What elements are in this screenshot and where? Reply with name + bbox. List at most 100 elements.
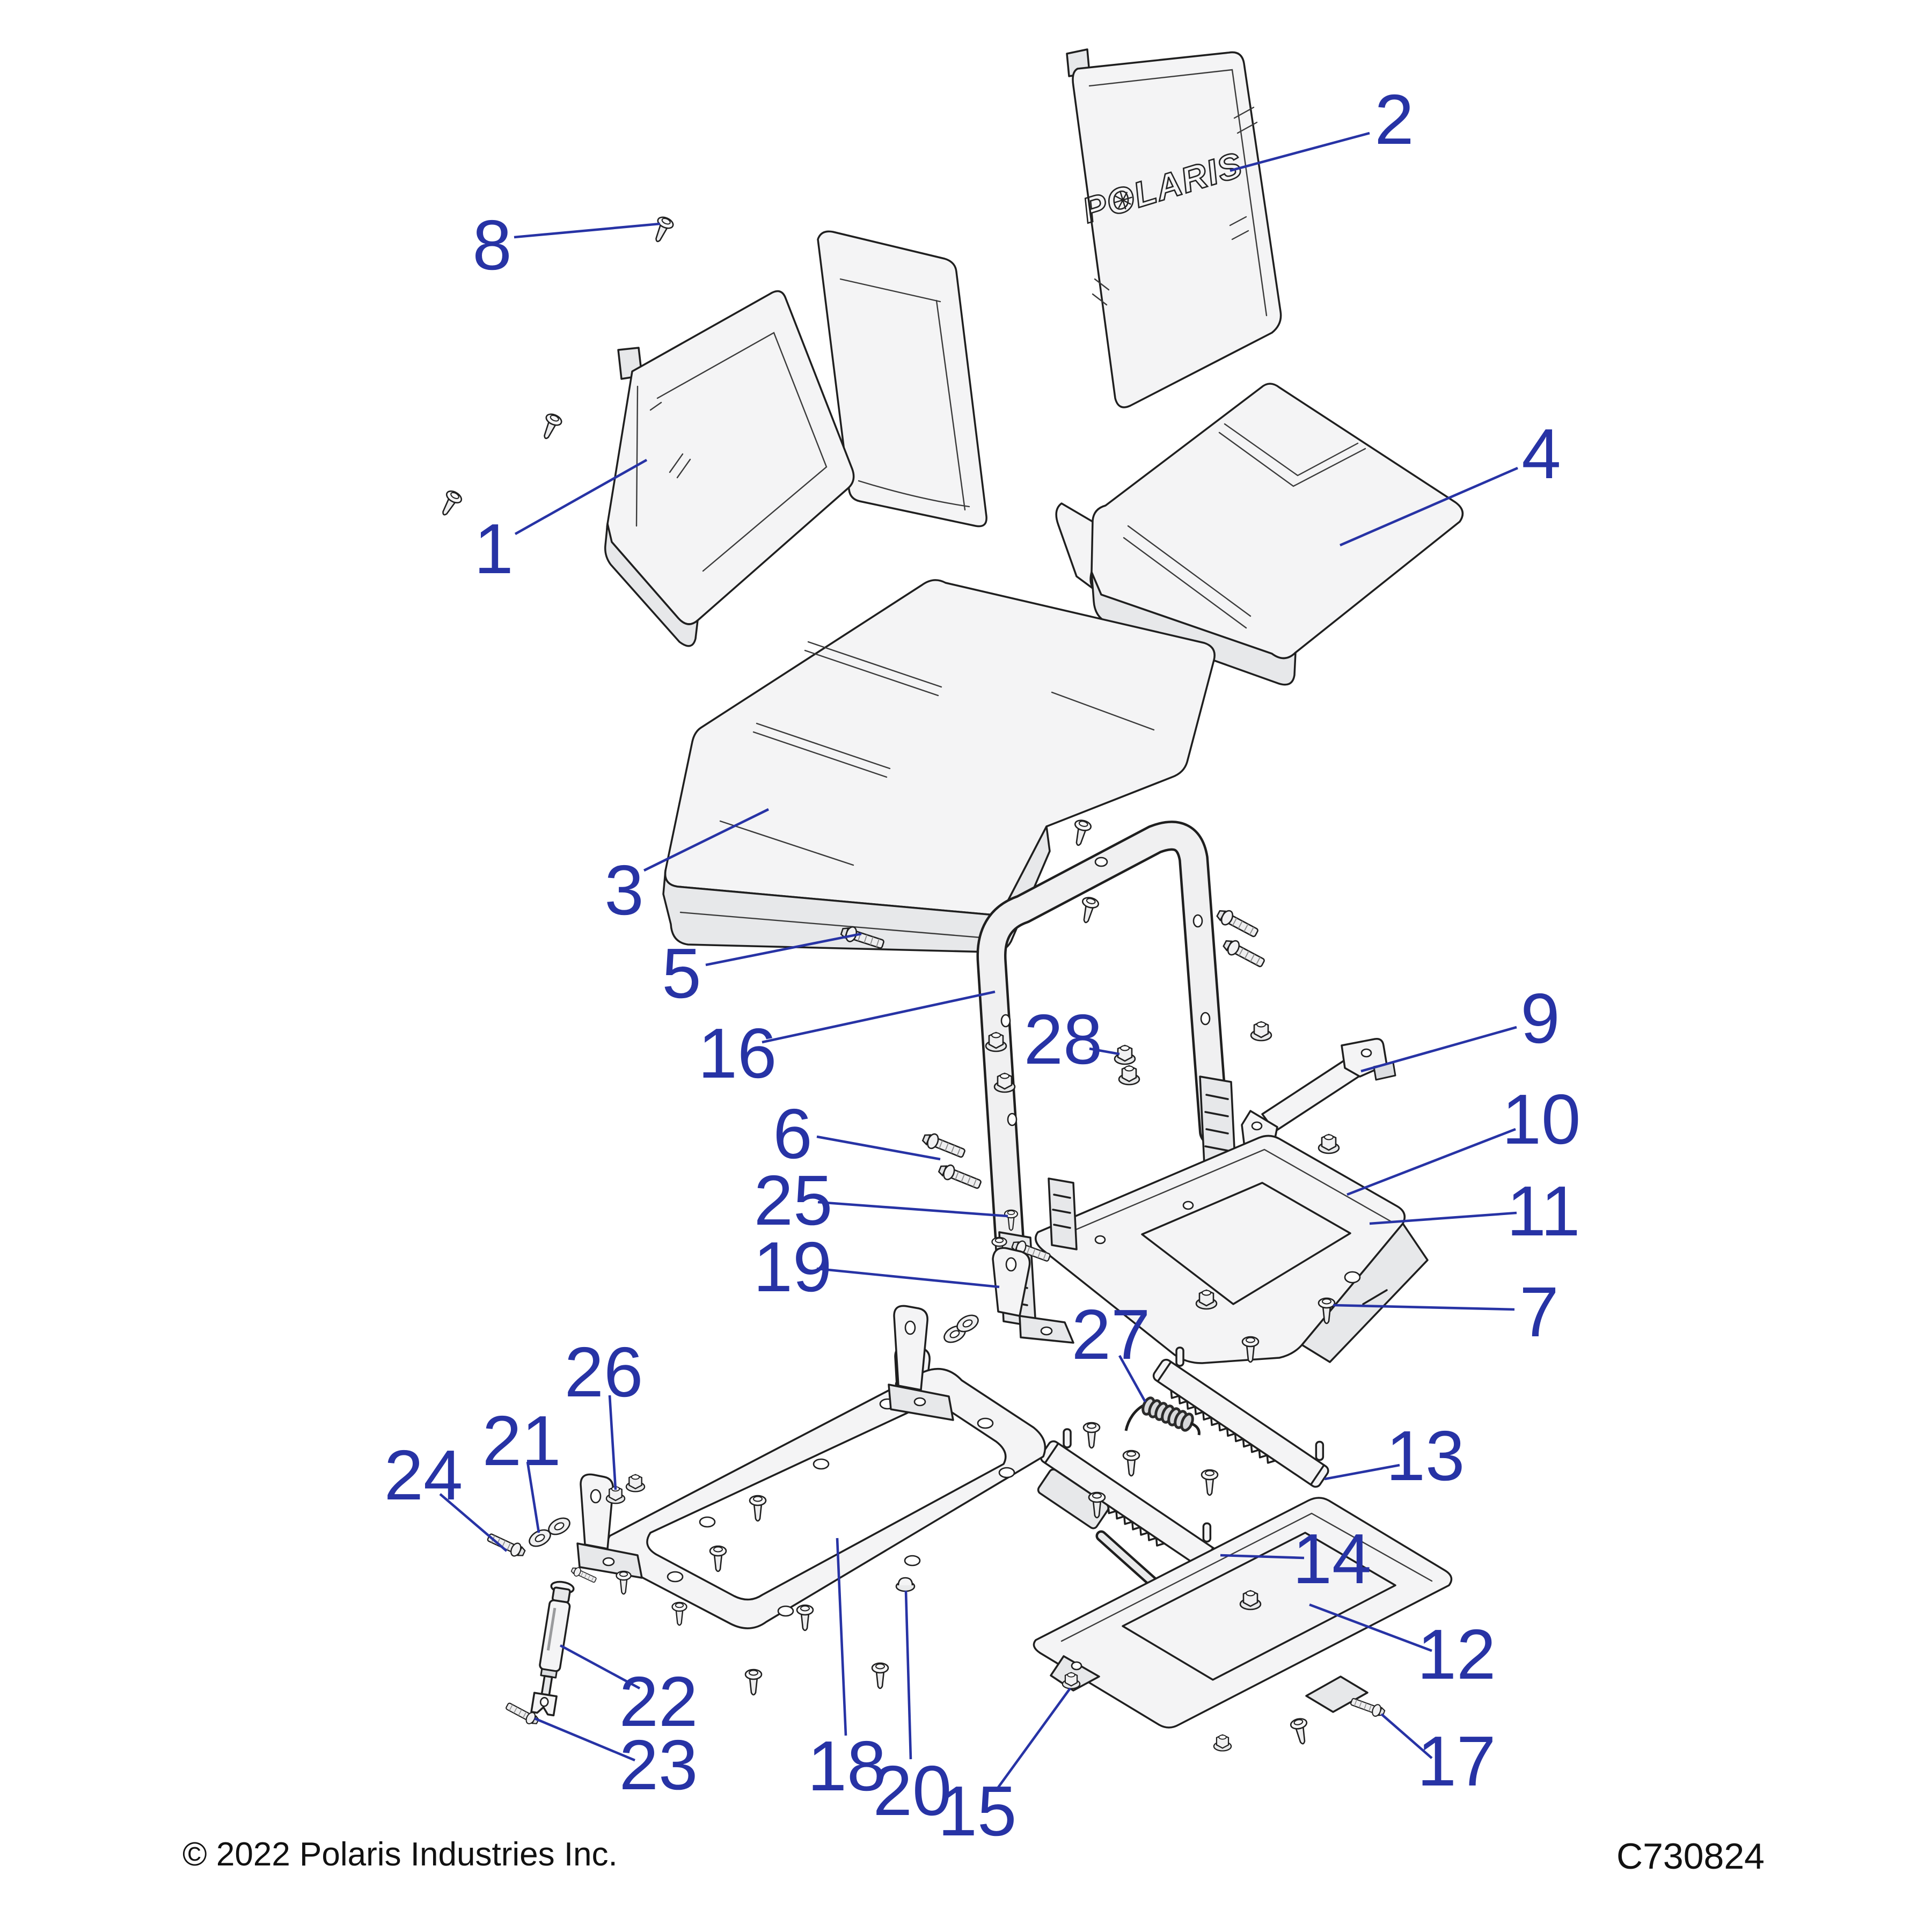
- bolt-6b: [936, 1161, 984, 1193]
- leader-27: [1118, 1355, 1147, 1403]
- lower-pan-part-12: [1033, 1497, 1453, 1729]
- callout-17: 17: [1417, 1722, 1496, 1801]
- nut-15: [1062, 1672, 1081, 1689]
- leader-2: [1230, 131, 1370, 172]
- callout-2: 2: [1374, 80, 1414, 159]
- leader-4: [1340, 466, 1518, 547]
- gas-strut-part-22: [530, 1580, 575, 1717]
- plug-20: [895, 1577, 916, 1592]
- nut: [1195, 1289, 1218, 1310]
- nut: [1213, 1734, 1232, 1752]
- leader-7: [1333, 1304, 1515, 1311]
- callout-25: 25: [754, 1161, 833, 1240]
- seat-backrest-part-1: [604, 290, 855, 647]
- leader-5: [705, 932, 862, 967]
- leader-12: [1309, 1603, 1432, 1652]
- leader-10: [1346, 1128, 1516, 1196]
- nut: [1250, 1021, 1272, 1042]
- leader-15: [995, 1687, 1071, 1791]
- leader-25: [817, 1201, 1008, 1218]
- callout-9: 9: [1520, 979, 1560, 1058]
- callout-18: 18: [808, 1726, 887, 1805]
- bolt: [1214, 906, 1261, 941]
- leader-26: [608, 1395, 617, 1490]
- nut: [985, 1031, 1007, 1052]
- callout-labels: 1 2 3 4 5 6 7 8 9 10 11 12 13 14 15 16 1…: [384, 80, 1581, 1850]
- leader-16: [762, 990, 996, 1044]
- nut: [625, 1474, 646, 1492]
- leader-28: [1089, 1047, 1120, 1056]
- polaris-star-icon: [1113, 191, 1132, 210]
- screw: [744, 1668, 763, 1696]
- leader-21: [526, 1461, 540, 1533]
- leader-13: [1324, 1463, 1400, 1481]
- callout-10: 10: [1502, 1080, 1581, 1159]
- screw: [1201, 1469, 1219, 1496]
- screw: [871, 1662, 889, 1689]
- screw-8: [649, 214, 676, 246]
- screw: [436, 488, 464, 519]
- callout-21: 21: [482, 1401, 561, 1480]
- screw: [671, 1601, 687, 1626]
- frame-hinge-upright-left: [576, 1473, 643, 1579]
- callout-20: 20: [873, 1751, 952, 1830]
- nut: [993, 1072, 1016, 1093]
- screw: [1082, 1422, 1101, 1449]
- pan-left-bracket: [1048, 1177, 1078, 1250]
- copyright-text: © 2022 Polaris Industries Inc.: [182, 1836, 618, 1873]
- bolt: [1069, 818, 1093, 848]
- screw: [616, 1570, 632, 1595]
- slider-rail-part-14: [1037, 1428, 1218, 1571]
- screw-17: [1349, 1695, 1387, 1719]
- leader-3: [643, 808, 770, 872]
- spring-part-27: [1124, 1396, 1201, 1436]
- callout-13: 13: [1386, 1416, 1465, 1495]
- leader-9: [1360, 1026, 1517, 1073]
- bench-cushion-part-3: [662, 579, 1216, 953]
- nut: [1318, 1133, 1340, 1154]
- seat-backrest-right-panel: [817, 230, 987, 528]
- leader-11: [1369, 1211, 1517, 1225]
- callout-15: 15: [938, 1772, 1017, 1850]
- callout-5: 5: [662, 934, 701, 1013]
- callout-14: 14: [1293, 1519, 1372, 1598]
- callout-27: 27: [1072, 1295, 1151, 1374]
- seat-cushion-part-4: [1055, 383, 1464, 686]
- seat-back-part-2: POLARIS: [1066, 48, 1282, 408]
- nut: [1239, 1590, 1262, 1611]
- leader-23: [534, 1717, 635, 1762]
- callout-3: 3: [604, 851, 643, 930]
- leader-24: [439, 1493, 508, 1552]
- leader-6: [816, 1135, 941, 1161]
- callout-16: 16: [698, 1014, 777, 1093]
- slider-rail-part-13: [1152, 1346, 1329, 1488]
- lower-frame-part-18: [576, 1305, 1046, 1629]
- callout-4: 4: [1521, 414, 1561, 493]
- diagram-code: C730824: [1616, 1836, 1765, 1877]
- leader-22: [559, 1644, 641, 1690]
- callout-28: 28: [1024, 1000, 1103, 1079]
- callout-23: 23: [619, 1725, 698, 1804]
- screw: [1289, 1716, 1312, 1746]
- callout-1: 1: [474, 509, 513, 588]
- bolt: [1077, 895, 1101, 925]
- screw: [537, 411, 564, 443]
- hinge-bracket-part-19: [992, 1247, 1074, 1344]
- bolt-24: [485, 1530, 528, 1560]
- leader-18: [836, 1538, 847, 1736]
- nut: [1118, 1065, 1140, 1086]
- callout-24: 24: [384, 1436, 463, 1514]
- callout-19: 19: [753, 1227, 832, 1306]
- leader-lines: [439, 131, 1518, 1791]
- leader-8: [514, 222, 661, 239]
- callout-7: 7: [1519, 1272, 1558, 1351]
- callout-8: 8: [472, 206, 511, 284]
- seat-pan-part-10-11: [1035, 1133, 1429, 1364]
- callout-12: 12: [1417, 1615, 1496, 1694]
- frame-hinge-upright-right: [888, 1305, 954, 1421]
- leader-1: [514, 458, 648, 536]
- callout-11: 11: [1506, 1172, 1580, 1250]
- bolt: [1220, 936, 1268, 971]
- screw: [796, 1604, 814, 1631]
